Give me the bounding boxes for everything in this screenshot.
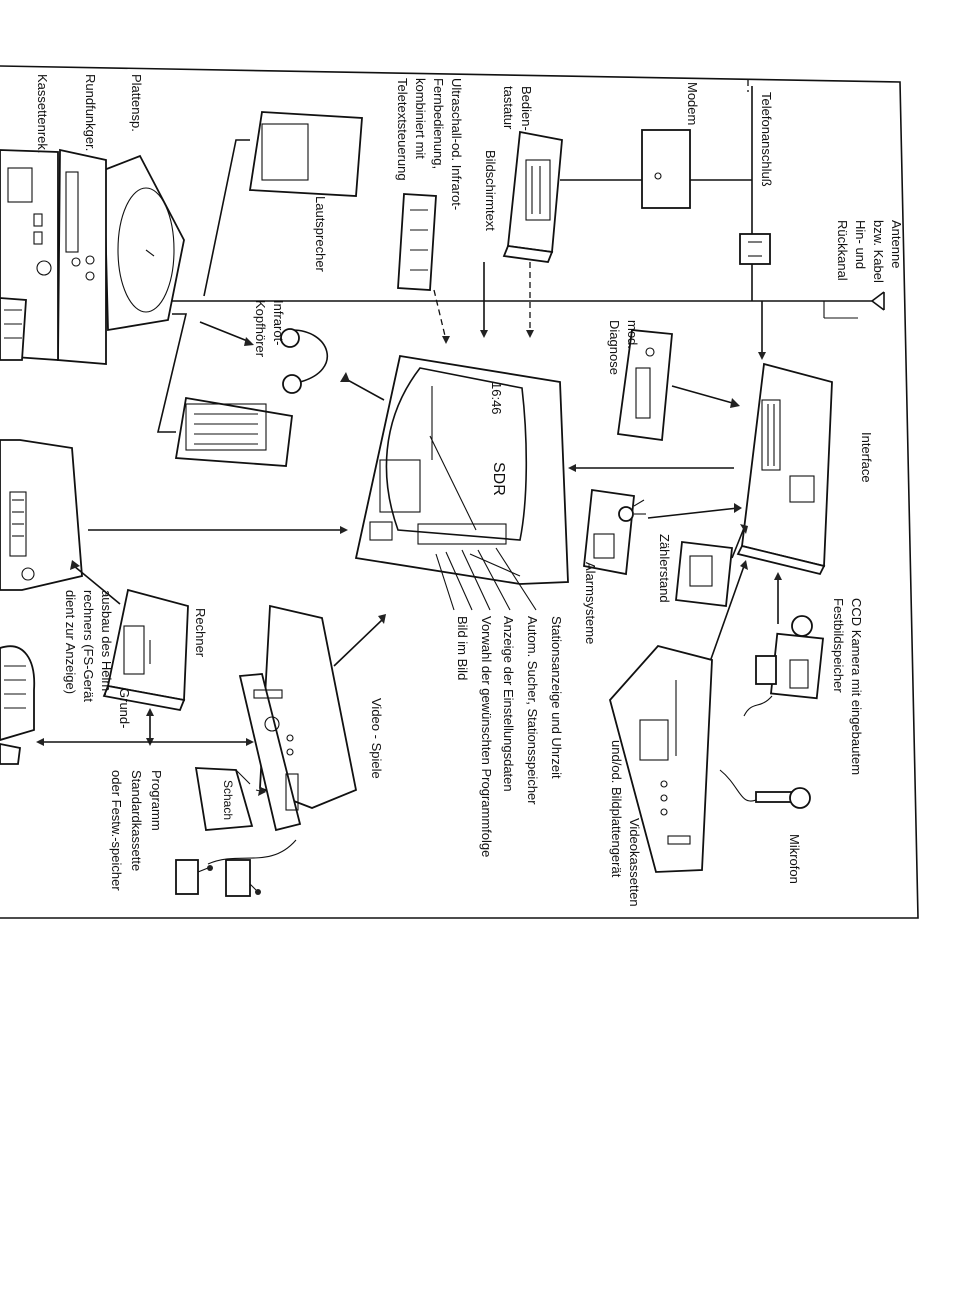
ccd-camera-device [755,615,824,700]
label-rechner: Rechner [193,608,208,658]
label-diagnose-1: mod. [625,320,640,349]
modem-device [641,129,691,209]
printer-device [0,645,36,765]
joystick-left-icon [175,859,213,895]
label-ccd-1: CCD Kamera mit eingebautem [849,598,864,775]
label-modem: Modem [685,82,700,125]
label-videorecorder-2: und/od. Bildplattengerät [609,740,624,878]
radio-receiver-device [57,148,107,365]
label-interface: Interface [859,432,874,483]
label-bildschirmtext: Bildschirmtext [483,150,498,231]
label-programm-3: oder Festw.-speicher [109,770,124,891]
label-mikrofon: Mikrofon [787,834,802,884]
label-grundausbau-3: rechners (FS-Gerät [81,590,96,702]
microphone-icon [719,769,811,809]
label-ultraschall-3: kombiniert mit [413,78,428,159]
label-zaehlerstand: Zählerstand [657,534,672,603]
home-computer-device [102,588,189,712]
label-schach: Schach [221,780,235,820]
tv-set-device [354,354,569,585]
label-alarmsysteme: Alarmsysteme [583,562,598,644]
label-infrarot-1: Infrarot- [271,300,286,346]
headphones-icon [280,328,329,394]
meter-device [675,540,733,608]
label-ultraschall-1: Ultraschall-od. Infrarot- [449,78,464,210]
joystick-right-icon [225,859,261,897]
btx-keyboard-device [502,130,563,263]
label-videorecorder-1: Videokassetten [627,818,642,907]
speaker-cabinet-left [0,297,27,361]
label-bildimbild: Bild im Bild [455,616,470,680]
label-programm-1: Programm [149,770,164,831]
label-grundausbau-2: ausbau des Heim- [99,590,114,696]
label-autom: Autom. Sucher, Stationsspeicher [525,616,540,805]
label-infrarot-2: Kopfhörer [253,300,268,358]
tv-time: 16:46 [489,382,504,415]
label-ultraschall-2: Fernbedienung, [431,78,446,169]
label-ultraschall-4: Teletextsteuerung [395,78,410,181]
label-kassettenrek: Kassettenrek. [35,74,50,154]
label-antenne-3: Hin- und [853,220,868,269]
label-antenne-2: bzw. Kabel [871,220,886,283]
turntable-device [103,154,185,332]
loudspeaker-cable [203,139,250,297]
label-bedien-2: tastatur [501,86,516,130]
loudspeaker-device [248,111,363,197]
label-plattensp: Plattensp. [129,74,144,132]
label-stationsanzeige: Stationsanzeige und Uhrzeit [549,616,564,779]
diagnosis-device [616,329,673,442]
label-vorwahl: Vorwahl der gewünschten Programmfolge [479,616,494,857]
computer-display-device [0,439,83,591]
label-grundausbau-4: dient zur Anzeige) [63,590,78,694]
video-recorder-device [609,644,713,873]
label-lautsprecher: Lautsprecher [313,196,328,273]
interface-device [736,362,833,576]
label-telefon: Telefonanschluß [759,92,774,187]
antenna-icon [871,291,885,311]
page-frame [0,65,919,919]
label-bedien-1: Bedien- [519,86,534,131]
remote-control-device [397,193,437,291]
game-cartridge-device [194,767,254,831]
label-antenne-4: Rückkanal [835,220,850,281]
label-anzeige: Anzeige der Einstellungsdaten [501,616,516,792]
label-ccd-2: Festbildspeicher [831,598,846,693]
label-diagnose-2: Diagnose [607,320,622,375]
alarm-system-device [583,488,646,576]
tv-station: SDR [490,462,507,496]
label-videospiele: Video - Spiele [369,698,384,779]
label-grundausbau-1: Grund- [117,688,132,728]
wall-socket-icon [739,233,771,265]
label-rundfunkger: Rundfunkger. [83,74,98,151]
video-game-console-device [238,604,358,832]
headphone-speaker-box [174,396,293,467]
label-antenne-1: Antenne [889,220,904,268]
label-programm-2: Standardkassette [129,770,144,871]
